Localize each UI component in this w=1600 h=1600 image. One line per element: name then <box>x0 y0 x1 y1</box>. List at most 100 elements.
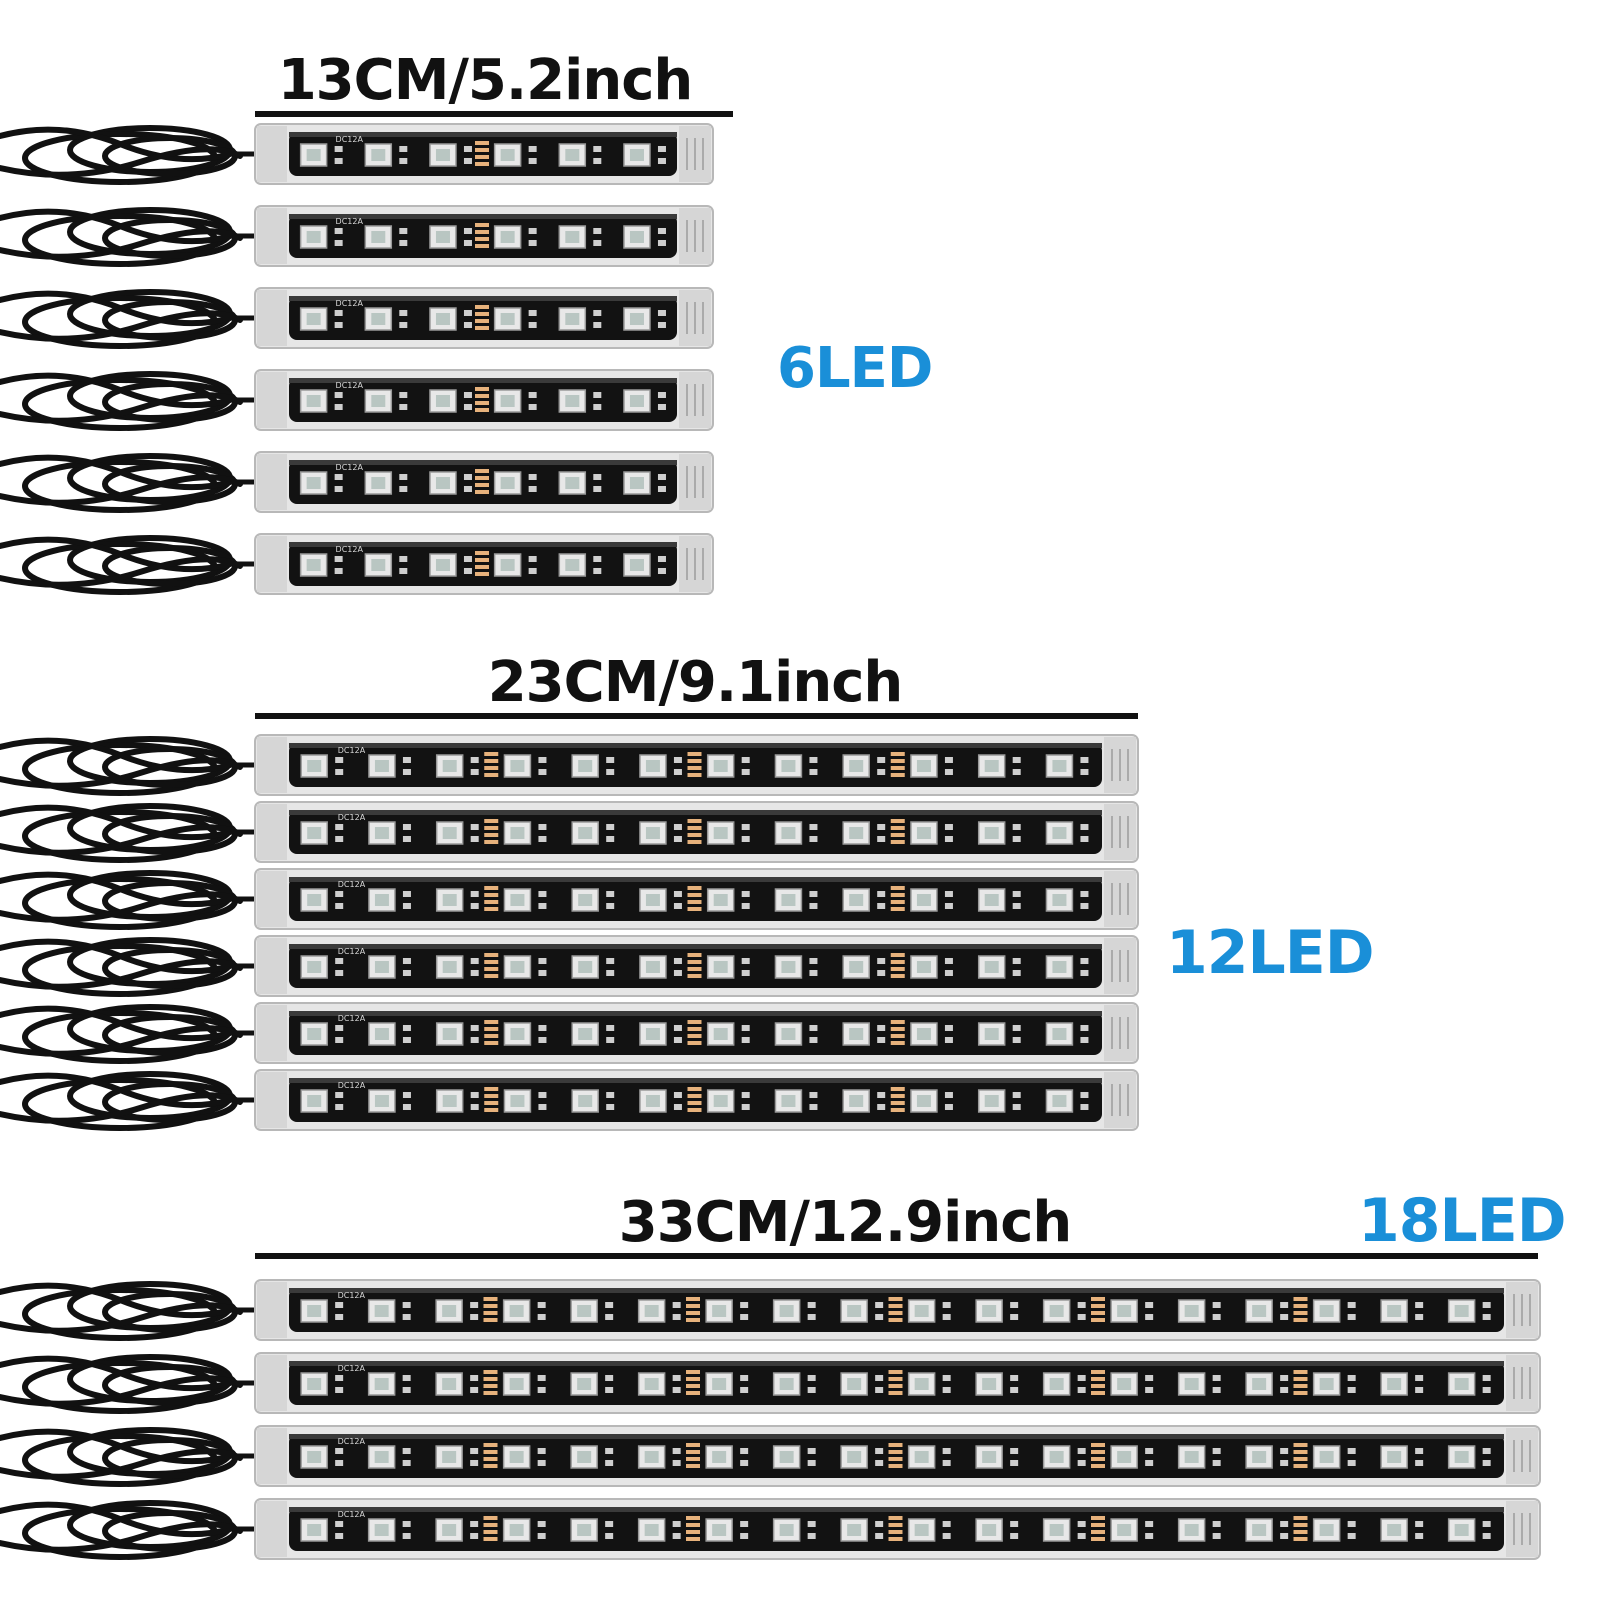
smd-led-die <box>1454 1524 1469 1536</box>
smd-led-die <box>577 1378 592 1390</box>
resistor-pad <box>657 322 666 328</box>
resistor-pad <box>335 769 344 775</box>
smd-led-die <box>914 1305 929 1317</box>
resistor-pad <box>741 970 750 976</box>
led-strip: DC12A <box>0 801 1139 863</box>
smd-led-die <box>982 1378 997 1390</box>
smd-led-die <box>984 827 999 839</box>
cut-pad <box>483 1377 498 1381</box>
resistor-pad <box>402 1104 411 1110</box>
smd-led-die <box>1387 1305 1402 1317</box>
resistor-pad <box>470 824 479 830</box>
cut-pad <box>484 953 499 957</box>
cut-pad <box>890 907 905 911</box>
cut-pad <box>890 759 905 763</box>
resistor-pad <box>740 1314 749 1320</box>
smd-led-die <box>847 1305 862 1317</box>
smd-led-die <box>442 1305 457 1317</box>
resistor-pad <box>335 824 344 830</box>
cut-pad <box>1091 1537 1105 1541</box>
resistor-pad <box>470 1448 479 1454</box>
resistor-pad <box>877 903 886 909</box>
resistor-pad <box>537 1302 546 1308</box>
resistor-pad <box>537 1387 546 1393</box>
resistor-pad <box>399 158 408 164</box>
resistor-pad <box>593 240 602 246</box>
resistor-pad <box>944 1025 953 1031</box>
smd-led-die <box>306 559 321 571</box>
cut-pad <box>687 826 702 830</box>
pcb-highlight <box>289 214 677 219</box>
resistor-pad <box>1145 1375 1154 1381</box>
cut-pad <box>483 1297 498 1301</box>
cut-pad <box>687 1041 702 1045</box>
resistor-pad <box>335 1448 344 1454</box>
smd-led-die <box>849 1028 864 1040</box>
resistor-pad <box>399 474 408 480</box>
cut-pad <box>687 974 702 978</box>
smd-led-die <box>371 313 386 325</box>
resistor-pad <box>1010 1375 1019 1381</box>
smd-led-die <box>712 1451 727 1463</box>
resistor-pad <box>657 146 666 152</box>
smd-led-die <box>849 827 864 839</box>
resistor-pad <box>399 310 408 316</box>
cut-pad <box>1293 1464 1308 1468</box>
resistor-pad <box>1280 1460 1289 1466</box>
resistor-pad <box>741 903 750 909</box>
resistor-pad <box>470 1302 479 1308</box>
cut-pad <box>1091 1318 1105 1322</box>
resistor-pad <box>1482 1387 1491 1393</box>
resistor-pad <box>944 1037 953 1043</box>
resistor-pad <box>741 836 750 842</box>
cut-pad <box>1091 1377 1105 1381</box>
cable-coil <box>0 1354 243 1414</box>
smd-led-die <box>509 1524 524 1536</box>
pcb-marking: DC12A <box>338 947 366 956</box>
resistor-pad <box>1482 1460 1491 1466</box>
resistor-pad <box>463 392 472 398</box>
cut-pad <box>687 900 702 904</box>
resistor-pad <box>657 474 666 480</box>
resistor-pad <box>1145 1302 1154 1308</box>
smd-led-die <box>779 1524 794 1536</box>
smd-led-die <box>1052 961 1067 973</box>
smd-led-die <box>645 961 660 973</box>
smd-led-die <box>435 149 450 161</box>
resistor-pad <box>606 970 615 976</box>
resistor-pad <box>463 474 472 480</box>
resistor-pad <box>402 1302 411 1308</box>
pcb-highlight <box>289 1434 1504 1439</box>
resistor-pad <box>1482 1302 1491 1308</box>
resistor-pad <box>807 1302 816 1308</box>
smd-led-die <box>1454 1451 1469 1463</box>
led-strip: DC12A <box>0 369 714 431</box>
resistor-pad <box>1212 1460 1221 1466</box>
smd-led-die <box>442 1378 457 1390</box>
resistor-pad <box>1482 1521 1491 1527</box>
resistor-pad <box>593 146 602 152</box>
strip-end-cap-left <box>257 1005 287 1061</box>
resistor-pad <box>942 1314 951 1320</box>
smd-led-die <box>500 231 515 243</box>
smd-led-die <box>984 1028 999 1040</box>
resistor-pad <box>809 769 818 775</box>
resistor-pad <box>593 568 602 574</box>
resistor-pad <box>606 1104 615 1110</box>
cut-pad <box>475 394 489 398</box>
resistor-pad <box>1080 836 1089 842</box>
resistor-pad <box>402 891 411 897</box>
smd-led-die <box>781 827 796 839</box>
pcb-highlight <box>289 1361 1504 1366</box>
resistor-pad <box>335 1302 344 1308</box>
cable-coil <box>0 289 243 349</box>
resistor-pad <box>1080 1092 1089 1098</box>
resistor-pad <box>877 958 886 964</box>
strip-end-cap-left <box>257 737 287 793</box>
cut-pad <box>888 1537 903 1541</box>
resistor-pad <box>944 769 953 775</box>
resistor-pad <box>528 146 537 152</box>
resistor-pad <box>809 1092 818 1098</box>
resistor-pad <box>1010 1302 1019 1308</box>
resistor-pad <box>657 404 666 410</box>
